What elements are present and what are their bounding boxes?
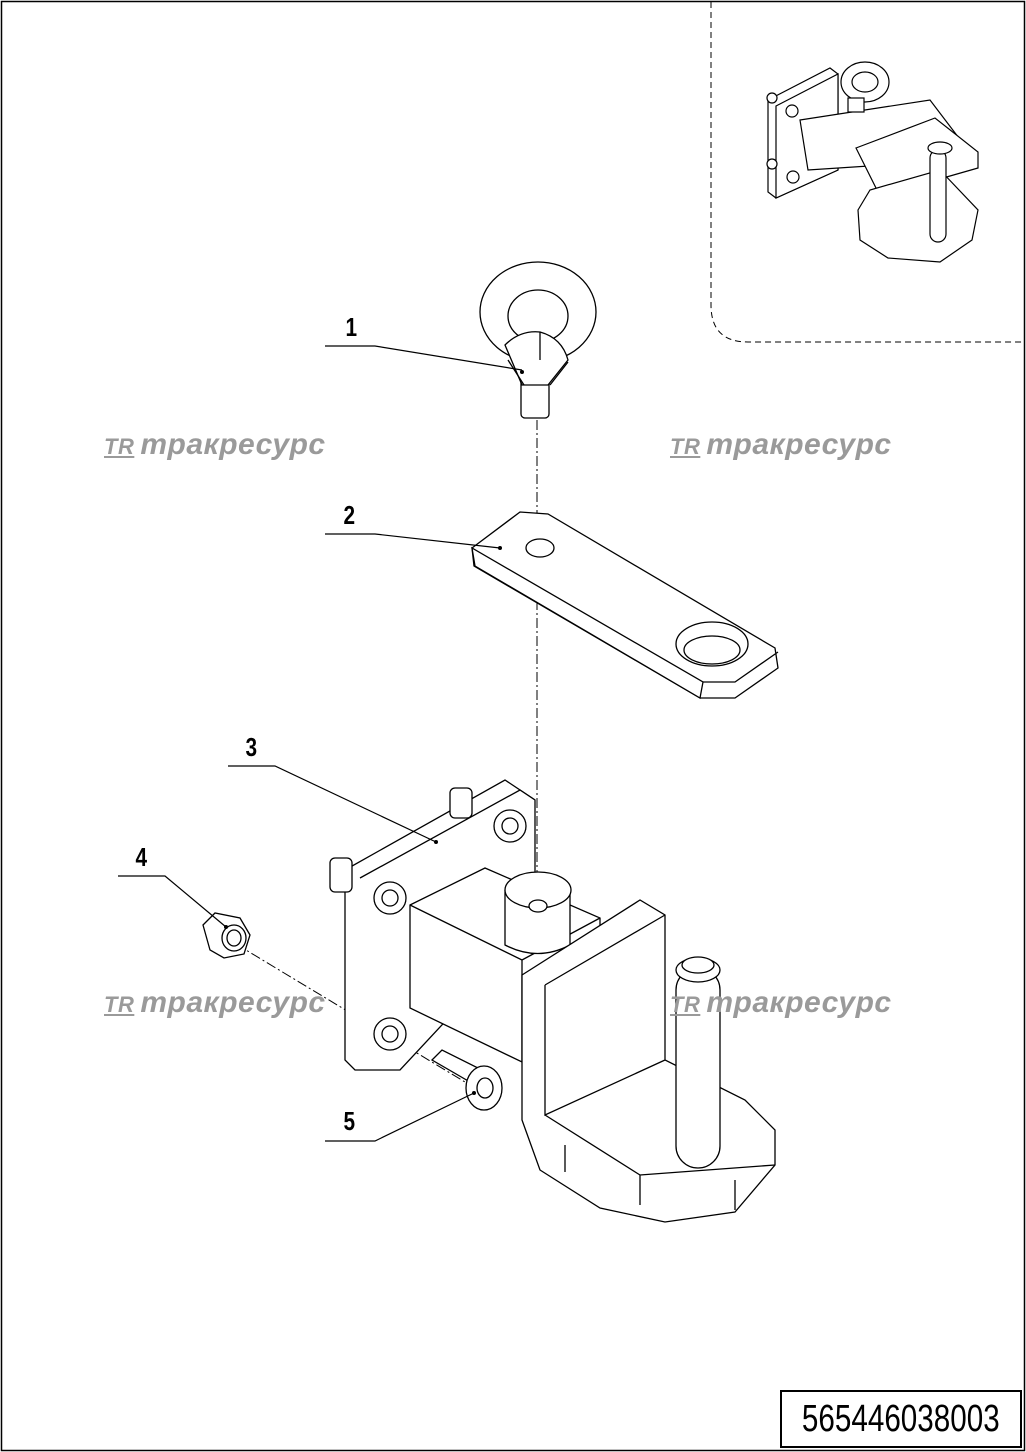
callout-1: 1 [345,312,358,342]
watermark-text: тракресурс [140,428,326,461]
bolt-axis-line [235,943,471,1086]
watermark-text: тракресурс [706,986,892,1019]
watermark-text: тракресурс [140,986,326,1019]
watermark-logo: TR [670,992,701,1017]
watermark-logo: TR [670,434,701,459]
callout-3: 3 [245,732,258,762]
tow-hitch-bracket-icon [329,779,776,1223]
callout-2: 2 [343,500,356,530]
inset-view-border [710,2,1024,343]
leader-lines [118,345,523,1142]
leader-dots [224,370,524,1095]
callout-4: 4 [135,842,148,872]
drawing-code: 565446038003 [802,1397,1000,1440]
watermark-logo: TR [104,434,135,459]
callout-5: 5 [343,1106,356,1136]
watermark-text: тракресурс [706,428,892,461]
assembled-view-icon [766,61,979,263]
bolt-icon [430,1049,503,1111]
hex-nut-icon [202,912,251,959]
link-plate-icon [471,511,779,700]
eye-bolt-icon [479,261,597,419]
watermark-logo: TR [104,992,135,1017]
drawing-code-box: 565446038003 [780,1390,1022,1448]
